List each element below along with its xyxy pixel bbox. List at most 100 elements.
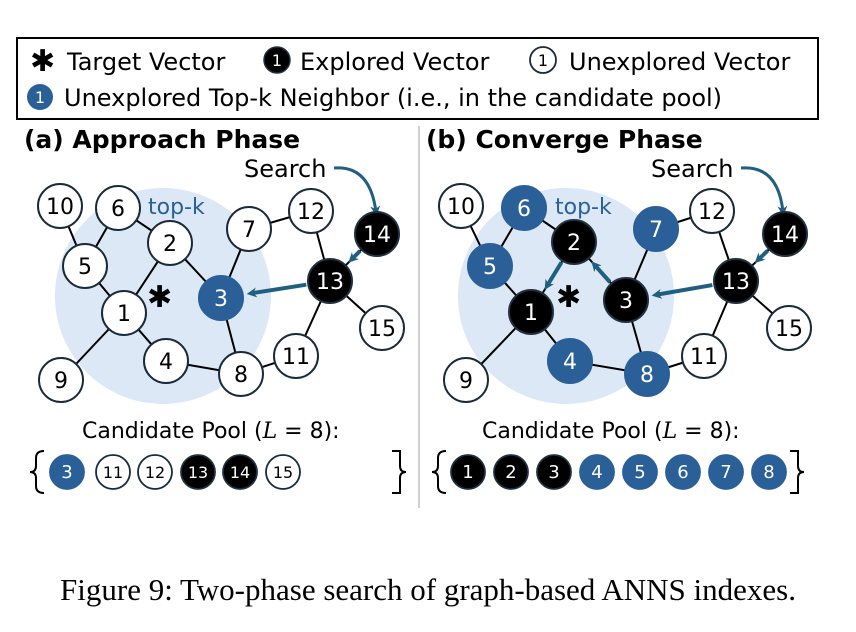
- explored-vector-icon: [450, 454, 486, 490]
- pool-item: 2: [493, 454, 529, 490]
- explored-vector-icon: [762, 211, 808, 257]
- topk-vector-icon: [467, 243, 513, 289]
- unexplored-vector-icon: [143, 338, 189, 384]
- node-label: 14: [363, 223, 391, 248]
- graph-node-7: 7: [226, 206, 272, 252]
- topk-vector-icon: [751, 454, 787, 490]
- pool-item: 8: [751, 454, 787, 490]
- explored-vector-icon: [354, 211, 400, 257]
- topk-vector-icon: [633, 206, 679, 252]
- unexplored-vector-icon: [226, 206, 272, 252]
- node-label: 9: [54, 369, 68, 394]
- graph-node-4: 4: [143, 338, 189, 384]
- topk-vector-icon: [708, 454, 744, 490]
- topk-region: [458, 188, 674, 404]
- graph-node-11: 11: [273, 333, 319, 379]
- graph-node-14: 14: [354, 211, 400, 257]
- panel-title: (a) Approach Phase: [24, 125, 300, 154]
- target-symbol-icon: ✱: [30, 44, 55, 79]
- panel-title: (b) Converge Phase: [426, 125, 703, 154]
- pool-close-brace: [790, 450, 805, 494]
- unexplored-vector-icon: [38, 357, 84, 403]
- pool-item-label: 7: [720, 462, 731, 483]
- legend-target-label: Target Vector: [66, 48, 225, 76]
- graph-node-4: 4: [547, 338, 593, 384]
- legend-border: [16, 37, 819, 120]
- legend-explored-icon: [263, 46, 291, 74]
- node-label: 10: [46, 195, 74, 220]
- pool-item-label: 12: [145, 463, 165, 482]
- graph-node-11: 11: [681, 333, 727, 379]
- pool-item-label: 2: [505, 462, 516, 483]
- unexplored-vector-icon: [137, 454, 173, 490]
- pool-item: 4: [579, 454, 615, 490]
- node-label: 6: [517, 197, 531, 222]
- node-label: 3: [619, 289, 633, 314]
- graph-node-5: 5: [62, 243, 108, 289]
- graph-node-10: 10: [438, 183, 484, 229]
- pool-open-brace: [29, 450, 45, 494]
- node-label: 13: [316, 270, 344, 295]
- topk-vector-icon: [547, 338, 593, 384]
- node-label: 10: [447, 195, 475, 220]
- pool-item: 6: [665, 454, 701, 490]
- graph-node-8: 8: [218, 351, 264, 397]
- graph-node-9: 9: [38, 357, 84, 403]
- search-path-arrows: [544, 249, 770, 299]
- pool-item: 5: [622, 454, 658, 490]
- pool-item-label: 4: [591, 462, 602, 483]
- pool-item: 3: [49, 454, 85, 490]
- graph-node-15: 15: [766, 305, 812, 351]
- graph-node-9: 9: [443, 357, 489, 403]
- graph-node-12: 12: [689, 188, 735, 234]
- pool-item-label: 13: [188, 463, 208, 482]
- graph-node-1: 1: [508, 289, 554, 335]
- node-label: 12: [698, 200, 726, 225]
- pool-item: 15: [265, 454, 301, 490]
- explored-vector-icon: [713, 258, 759, 304]
- graph-node-8: 8: [624, 351, 670, 397]
- figure-caption: Figure 9: Two-phase search of graph-base…: [60, 572, 796, 607]
- unexplored-vector-icon: [95, 454, 131, 490]
- panel-converge: (b) Converge Phase Search top-k ✱ 123456…: [426, 125, 812, 494]
- graph-node-6: 6: [501, 185, 547, 231]
- graph-node-13: 13: [307, 258, 353, 304]
- topk-label: top-k: [148, 195, 205, 220]
- graph-node-5: 5: [467, 243, 513, 289]
- node-label: 8: [640, 363, 654, 388]
- search-path-arrows: [246, 249, 362, 298]
- graph-node-14: 14: [762, 211, 808, 257]
- candidate-pool-label: Candidate Pool (L = 8):: [82, 419, 340, 444]
- unexplored-vector-icon: [766, 305, 812, 351]
- node-label: 14: [771, 223, 799, 248]
- search-arrow: [333, 166, 381, 216]
- pool-item-label: 5: [634, 462, 645, 483]
- topk-region: [55, 188, 271, 404]
- unexplored-vector-icon: [359, 305, 405, 351]
- explored-vector-icon: [180, 454, 216, 490]
- pool-item: 12: [137, 454, 173, 490]
- pool-item: 7: [708, 454, 744, 490]
- graph-node-7: 7: [633, 206, 679, 252]
- legend-unexplored-label: Unexplored Vector: [569, 48, 790, 76]
- node-label: 1: [524, 301, 538, 326]
- pool-item-label: 3: [61, 462, 72, 483]
- graph-node-2: 2: [147, 220, 193, 266]
- node-label: 4: [563, 350, 577, 375]
- graph-node-15: 15: [359, 305, 405, 351]
- node-label: 8: [234, 363, 248, 388]
- unexplored-vector-icon: [443, 357, 489, 403]
- pool-item-label: 15: [273, 463, 293, 482]
- legend-topk-icon: [27, 84, 53, 110]
- node-label: 2: [163, 232, 177, 257]
- node-label: 4: [159, 350, 173, 375]
- unexplored-vector-icon: [265, 454, 301, 490]
- explored-vector-icon: [307, 258, 353, 304]
- pool-close-brace: [392, 450, 407, 494]
- node-label: 13: [722, 270, 750, 295]
- unexplored-vector-icon: [438, 183, 484, 229]
